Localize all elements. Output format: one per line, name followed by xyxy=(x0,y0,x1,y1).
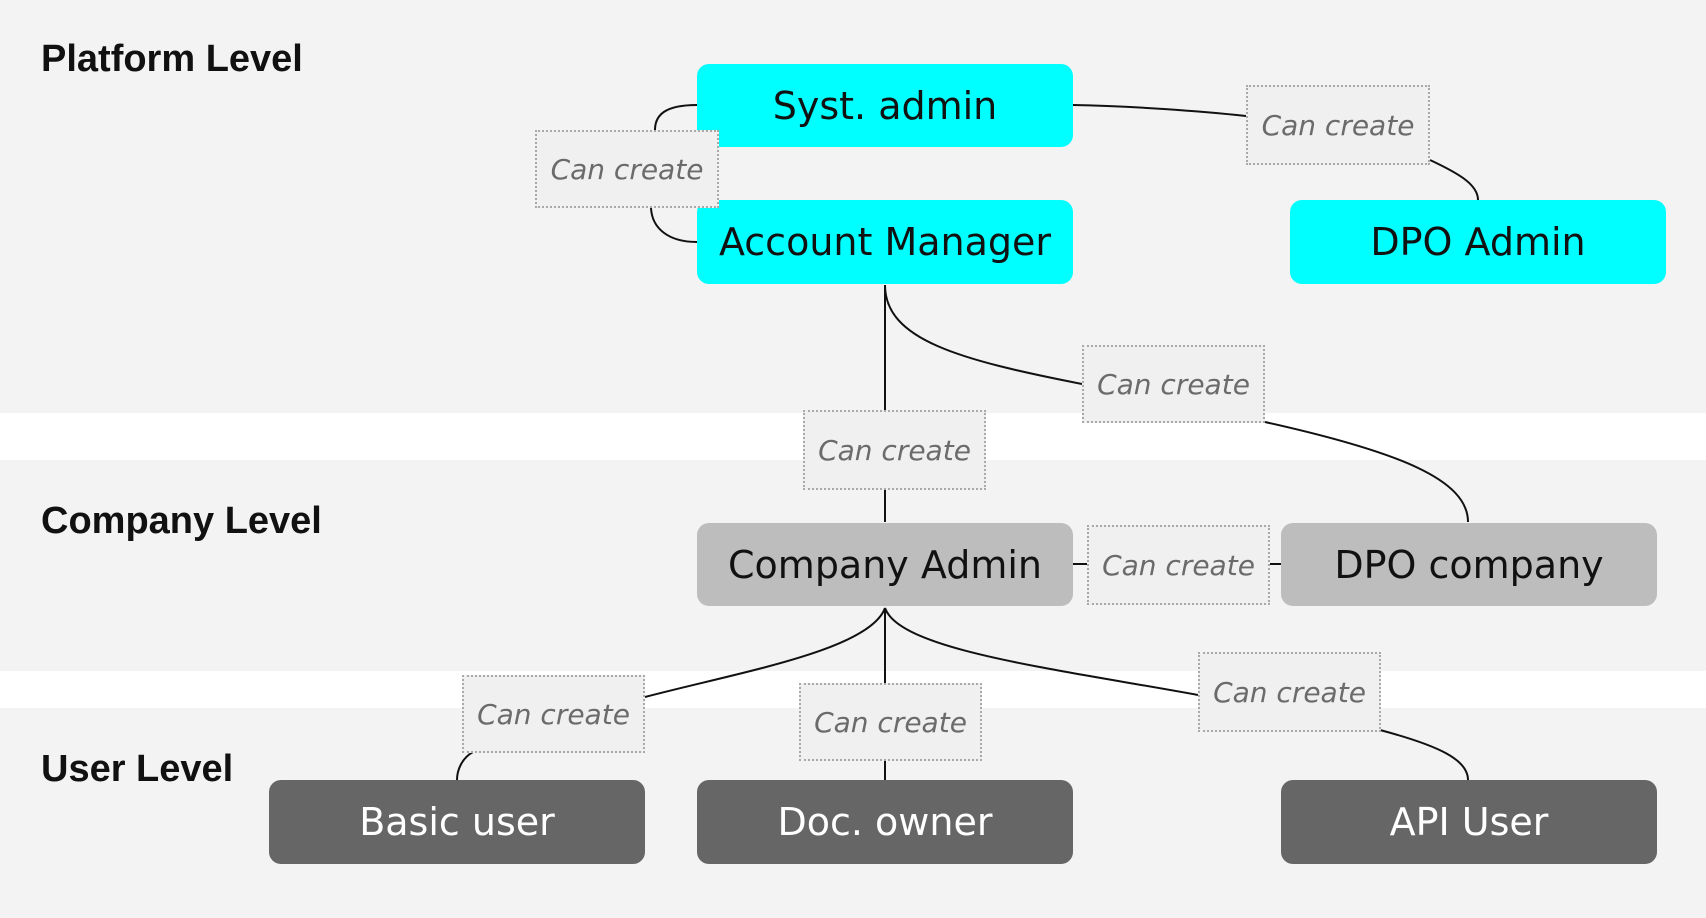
connector-syst-admin-to-label xyxy=(1072,104,1247,117)
user-level-title: User Level xyxy=(41,748,234,790)
connector-account-manager-to-dpo-label xyxy=(884,284,1083,385)
connector-company-admin-to-api-label xyxy=(884,607,1199,696)
api-user-node: API User xyxy=(1281,780,1657,864)
edge-label-syst-admin-account-manager: Can create xyxy=(535,130,719,208)
edge-label-account-manager-company-admin: Can create xyxy=(803,410,986,490)
account-manager-node: Account Manager xyxy=(697,200,1073,284)
connector-syst-admin-to-account-manager xyxy=(654,104,698,131)
edge-label-syst-admin-dpo-admin: Can create xyxy=(1246,85,1430,165)
edge-label-company-admin-basic-user: Can create xyxy=(462,675,645,753)
connector-api-label-to-api-user xyxy=(1379,729,1469,781)
basic-user-node: Basic user xyxy=(269,780,645,864)
company-level-title: Company Level xyxy=(41,500,322,542)
edge-label-company-admin-dpo-company: Can create xyxy=(1087,525,1270,605)
connector-label-to-dpo-admin xyxy=(1429,159,1479,201)
syst-admin-node: Syst. admin xyxy=(697,64,1073,147)
dpo-company-node: DPO company xyxy=(1281,523,1657,606)
company-admin-node: Company Admin xyxy=(697,523,1073,606)
platform-level-title: Platform Level xyxy=(41,38,303,80)
edge-label-company-admin-api-user: Can create xyxy=(1198,652,1381,732)
dpo-admin-node: DPO Admin xyxy=(1290,200,1666,284)
edge-label-account-manager-dpo-company: Can create xyxy=(1082,345,1265,423)
connector-basic-label-to-basic-user xyxy=(456,751,474,781)
doc-owner-node: Doc. owner xyxy=(697,780,1073,864)
edge-label-company-admin-doc-owner: Can create xyxy=(799,683,982,761)
connector-dpo-label-to-dpo-company xyxy=(1264,421,1469,523)
connector-label-to-account-manager xyxy=(650,207,698,243)
connector-company-admin-to-basic-label xyxy=(644,607,886,698)
